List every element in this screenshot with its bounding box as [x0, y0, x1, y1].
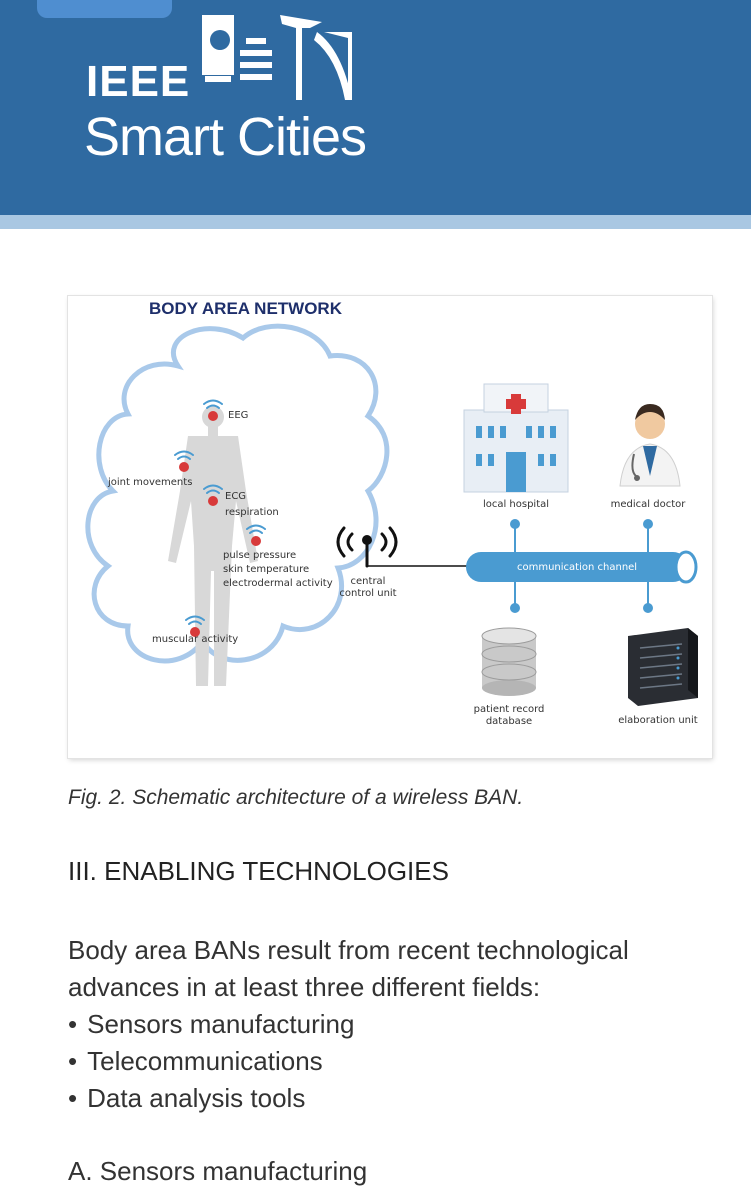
sensor-wifi-icons [174, 399, 266, 625]
bullet-item: Telecommunications [68, 1043, 728, 1080]
server-icon [628, 628, 698, 706]
sensor-eeg-dot [208, 411, 218, 421]
smart-cities-logo-icon [202, 15, 352, 100]
label-eeg: EEG [228, 410, 249, 421]
figure-caption: Fig. 2. Schematic architecture of a wire… [68, 786, 524, 809]
label-central-line2: control unit [339, 588, 397, 599]
label-medical-doctor: medical doctor [610, 499, 686, 510]
database-icon [481, 627, 537, 696]
label-central-line1: central [350, 576, 386, 587]
sensor-pulse-dot [251, 536, 261, 546]
section-heading: III. ENABLING TECHNOLOGIES [68, 856, 449, 886]
label-electrodermal-activity: electrodermal activity [223, 578, 333, 589]
label-respiration: respiration [225, 507, 279, 518]
label-patient-record-database: patient record database [459, 704, 559, 728]
label-central-control-unit: central control unit [338, 576, 398, 600]
doctor-icon [619, 404, 681, 487]
bullet-item: Sensors manufacturing [68, 1006, 728, 1043]
label-database-line1: patient record [473, 704, 545, 715]
label-communication-channel: communication channel [517, 562, 638, 573]
sensor-dots [179, 411, 261, 637]
sensor-muscular-dot [190, 627, 200, 637]
sensor-ecg-dot [208, 496, 218, 506]
cloud-outline [85, 323, 390, 664]
antenna-icon [336, 526, 469, 568]
label-ecg: ECG [225, 491, 247, 502]
header-banner: IEEE Smart Cities [0, 0, 751, 215]
header-tab[interactable] [37, 0, 172, 18]
channel-connectors [510, 519, 653, 613]
label-joint-movements: joint movements [108, 477, 193, 488]
label-local-hospital: local hospital [482, 499, 550, 510]
logo-ieee-text: IEEE [86, 57, 191, 106]
label-muscular-activity: muscular activity [152, 634, 239, 645]
sensor-joint-dot [179, 462, 189, 472]
section-intro: Body area BANs result from recent techno… [68, 935, 629, 1002]
label-database-line2: database [485, 716, 533, 727]
communication-channel-pipe [466, 550, 698, 584]
logo-smart-cities-text: Smart Cities [84, 107, 367, 167]
ban-figure: BODY AREA NETWORK EEG joint movements EC… [68, 296, 712, 758]
section-body: Body area BANs result from recent techno… [68, 932, 728, 1117]
bullet-list: Sensors manufacturing Telecommunications… [68, 1006, 728, 1117]
label-elaboration-unit: elaboration unit [618, 715, 698, 726]
subsection-heading: A. Sensors manufacturing [68, 1156, 368, 1186]
label-pulse-pressure: pulse pressure [223, 550, 297, 561]
ban-diagram [85, 323, 698, 706]
bullet-item: Data analysis tools [68, 1080, 728, 1117]
figure-title: BODY AREA NETWORK [149, 299, 342, 318]
label-skin-temperature: skin temperature [223, 564, 310, 575]
hospital-icon [463, 383, 569, 493]
header-stripe [0, 215, 751, 229]
